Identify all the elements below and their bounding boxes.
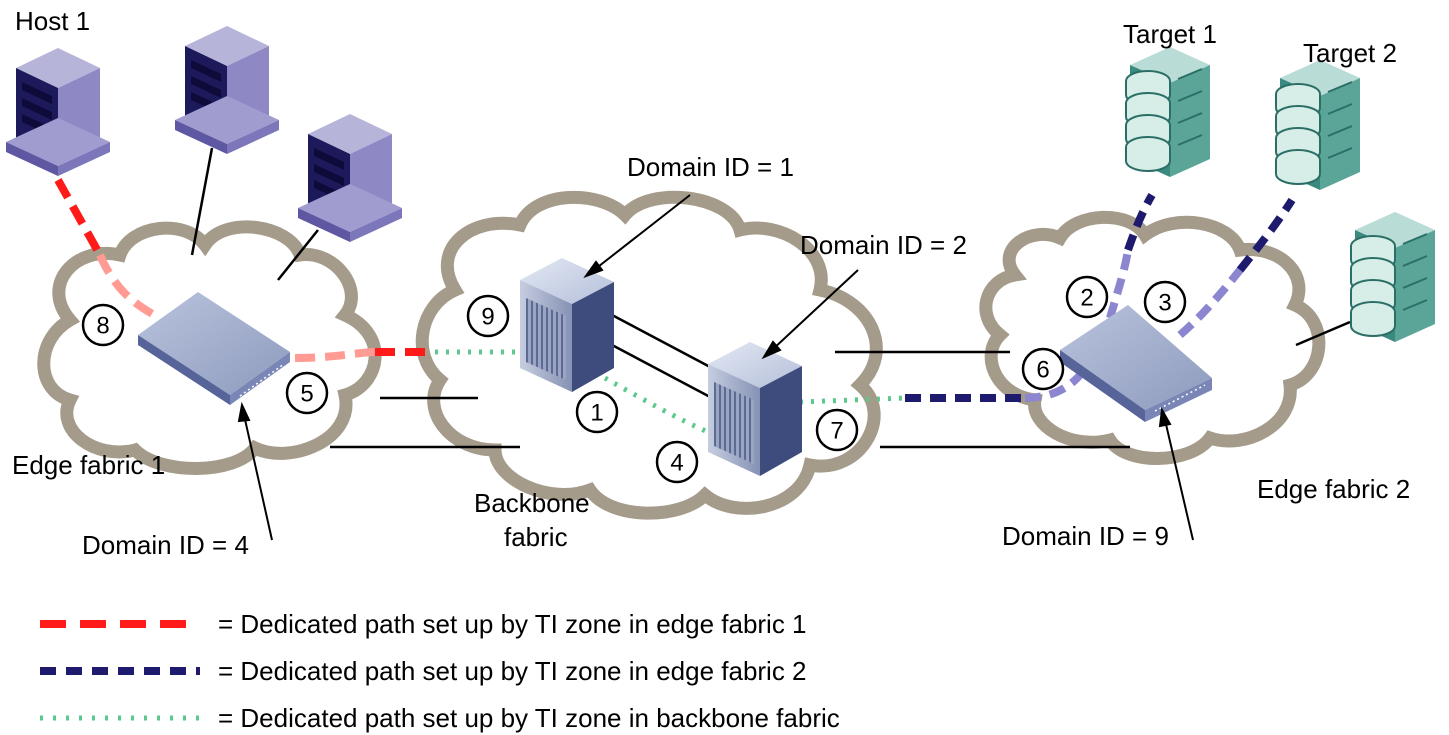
port-3-circle: [1143, 280, 1187, 324]
path-edge1-red-a: [54, 178, 104, 257]
edge-fabric-2-label: Edge fabric 2: [1257, 474, 1410, 504]
host-1-server-icon: [6, 48, 110, 176]
port-2-circle: [1065, 275, 1109, 319]
path-backbone-green-b: [603, 375, 709, 435]
domain-id-4-label: Domain ID = 4: [82, 530, 249, 560]
port-4-circle: [655, 440, 699, 484]
port-1-label: 1: [590, 400, 603, 427]
arrow-domain-2: [771, 269, 859, 351]
port-8-circle: [81, 303, 125, 347]
physical-links: [190, 147, 1351, 449]
path-edge1-red-b: [96, 253, 162, 322]
port-5-label: 5: [300, 381, 313, 408]
domain-id-2-label: Domain ID = 2: [800, 230, 967, 260]
port-6-marker: 6: [1021, 347, 1065, 391]
arrow-domain-9: [1164, 419, 1194, 541]
legend-text-edge-fabric-2: = Dedicated path set up by TI zone in ed…: [218, 656, 807, 686]
backbone-fabric-label-line-1: Backbone: [474, 488, 590, 518]
link-target3-edge2: [1295, 320, 1351, 347]
port-markers: 1 2 3 4 5 6 7 8 9: [81, 275, 1187, 484]
link-backbone-b: [611, 343, 713, 400]
path-edge2-blue-c: [1106, 249, 1132, 320]
port-4-label: 4: [670, 450, 683, 477]
host-1-label: Host 1: [15, 6, 90, 36]
domain-id-1-label: Domain ID = 1: [627, 152, 794, 182]
port-5-marker: 5: [285, 371, 329, 415]
domain-id-9-label: Domain ID = 9: [1002, 521, 1169, 551]
port-9-label: 9: [481, 304, 494, 331]
ti-zone-paths: [54, 178, 1296, 435]
target-1-label: Target 1: [1123, 19, 1217, 49]
arrow-domain-4-head: [237, 401, 251, 423]
link-host2-edge1: [190, 147, 214, 256]
legend-text-backbone-fabric: = Dedicated path set up by TI zone in ba…: [218, 703, 840, 733]
port-3-label: 3: [1158, 290, 1171, 317]
legend: = Dedicated path set up by TI zone in ed…: [40, 609, 840, 733]
edge-fabric-1-label: Edge fabric 1: [12, 450, 165, 480]
port-7-marker: 7: [815, 408, 859, 452]
host-3-server-icon: [298, 114, 402, 242]
link-backbone-a: [611, 313, 713, 370]
port-7-label: 7: [830, 418, 843, 445]
arrow-domain-1: [593, 194, 691, 271]
port-8-marker: 8: [81, 303, 125, 347]
port-8-label: 8: [96, 313, 109, 340]
port-1-circle: [575, 390, 619, 434]
arrow-domain-2-head: [761, 340, 782, 360]
legend-text-edge-fabric-1: = Dedicated path set up by TI zone in ed…: [218, 609, 807, 639]
port-1-marker: 1: [575, 390, 619, 434]
port-5-circle: [285, 371, 329, 415]
arrow-domain-9-head: [1158, 406, 1172, 428]
target-2-label: Target 2: [1303, 38, 1397, 68]
port-2-label: 2: [1080, 285, 1093, 312]
port-6-circle: [1021, 347, 1065, 391]
backbone-director-1-icon: [520, 258, 614, 392]
target-1-storage-icon: [1125, 46, 1211, 178]
callout-arrows: [237, 194, 1194, 541]
port-4-marker: 4: [655, 440, 699, 484]
link-host3-edge1: [277, 229, 319, 281]
path-edge2-blue-d: [1124, 192, 1156, 252]
edge-1-switch-icon: [138, 292, 290, 405]
port-6-label: 6: [1036, 357, 1049, 384]
path-edge2-blue-b: [1024, 358, 1094, 402]
arrow-domain-1-head: [583, 260, 604, 279]
port-9-marker: 9: [466, 294, 510, 338]
port-7-circle: [815, 408, 859, 452]
host-2-server-icon: [175, 26, 279, 154]
port-2-marker: 2: [1065, 275, 1109, 319]
path-edge2-blue-f: [1236, 197, 1296, 273]
backbone-fabric-label-line-2: fabric: [504, 522, 568, 552]
path-edge1-red-c: [294, 348, 376, 362]
target-2-storage-icon: [1275, 59, 1361, 191]
edge-2-switch-icon: [1060, 305, 1212, 422]
port-3-marker: 3: [1143, 280, 1187, 324]
port-9-circle: [466, 294, 510, 338]
target-3-storage-icon: [1350, 211, 1436, 343]
backbone-director-2-icon: [708, 342, 802, 476]
arrow-domain-4: [243, 414, 273, 541]
path-edge2-blue-e: [1177, 267, 1244, 339]
